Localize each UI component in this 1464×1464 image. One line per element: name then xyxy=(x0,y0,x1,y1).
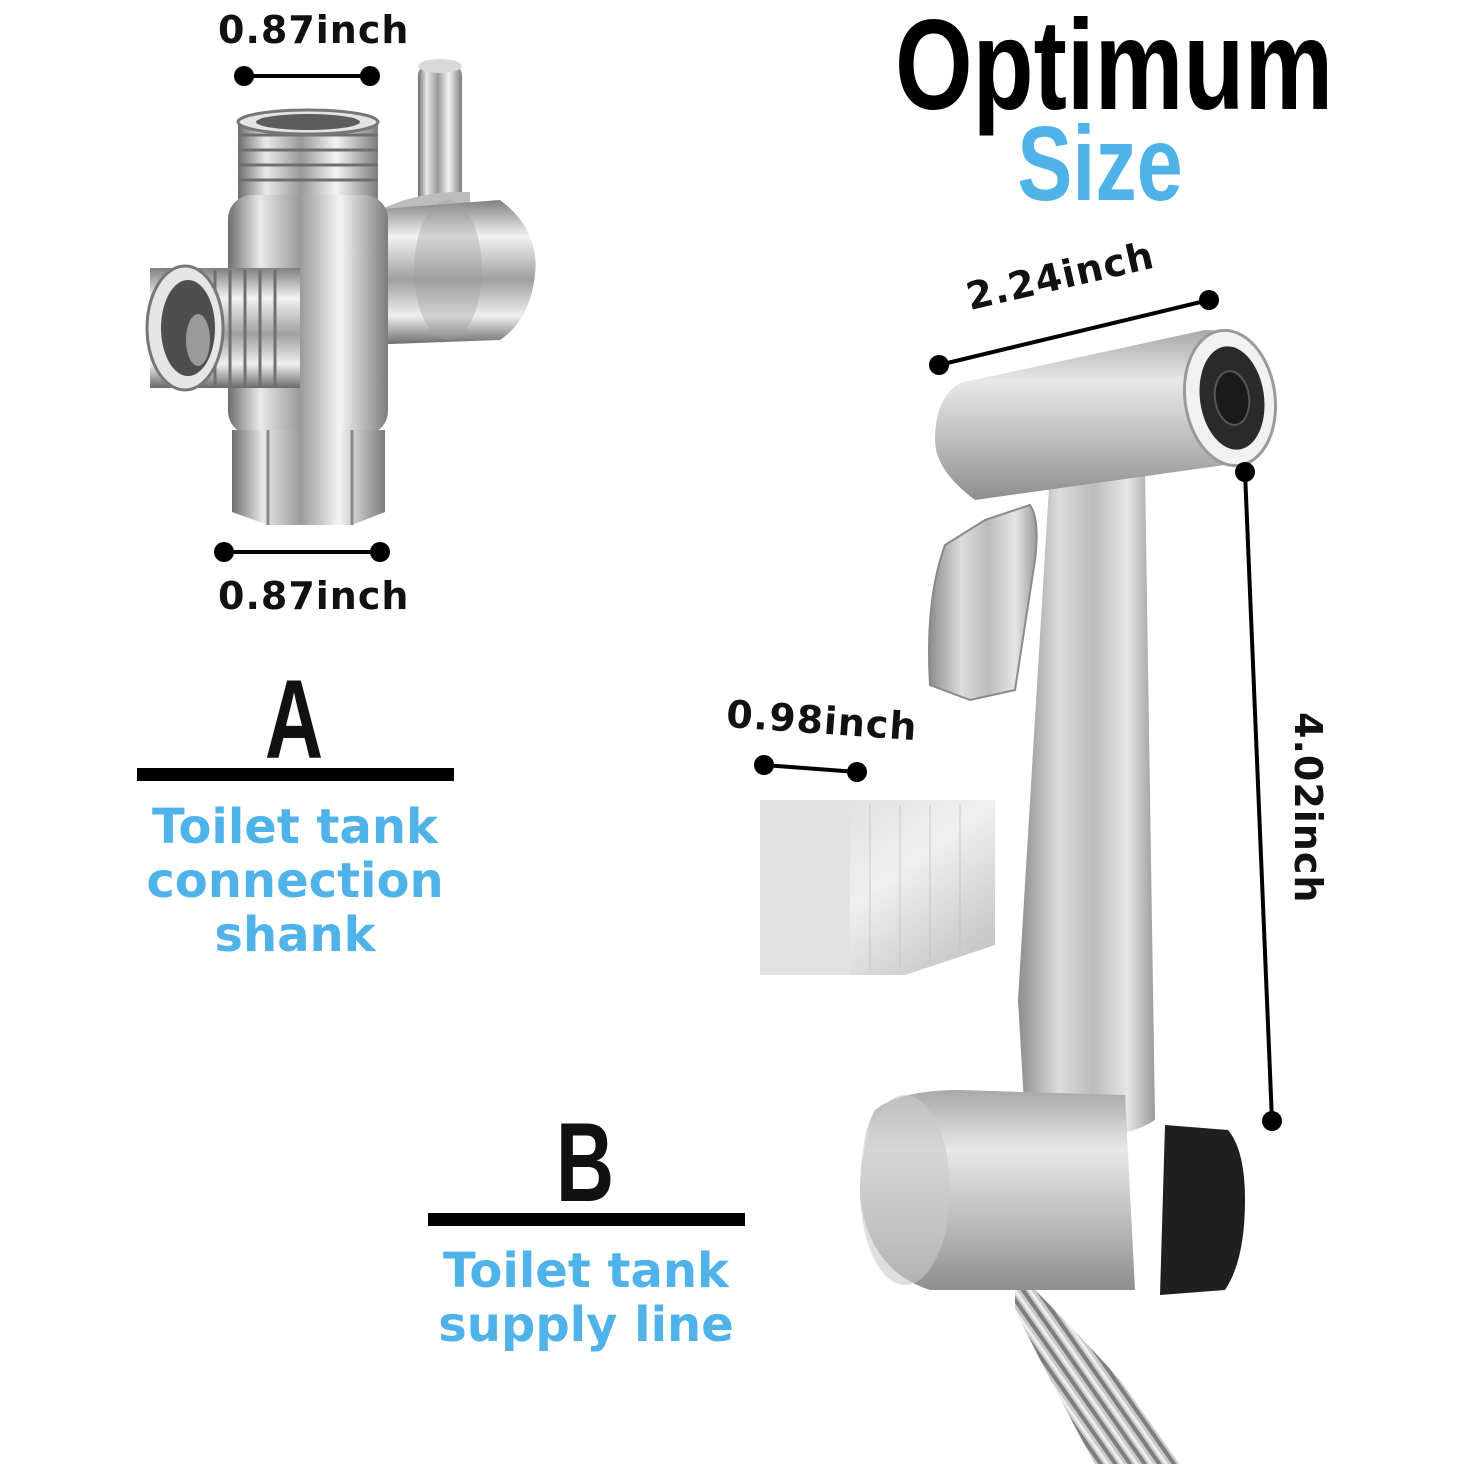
dimension-label-height-b: 4.02inch xyxy=(1286,712,1330,904)
part-b-description-line-1: Toilet tank xyxy=(443,1243,729,1299)
part-b-description-line-2: supply line xyxy=(438,1297,734,1353)
part-a-description-line-3: shank xyxy=(214,907,376,963)
dimension-marker-bottom-a xyxy=(214,542,390,562)
t-valve-image xyxy=(145,59,536,525)
dimension-label-bottom-a: 0.87inch xyxy=(218,574,410,618)
dimension-marker-top-a xyxy=(234,66,380,86)
headline-optimum: Optimum xyxy=(895,0,1334,137)
dimension-label-top-a: 0.87inch xyxy=(218,8,410,52)
part-a-description: Toilet tank connection shank xyxy=(95,800,495,962)
part-a-letter: A xyxy=(264,657,324,782)
dimension-marker-head-b xyxy=(929,290,1219,375)
headline-size: Size xyxy=(1017,105,1183,223)
part-b-description: Toilet tank supply line xyxy=(386,1244,786,1352)
part-b-letter: B xyxy=(555,1100,615,1225)
part-a-divider xyxy=(137,768,454,781)
dimension-marker-holder-b xyxy=(754,755,867,782)
dimension-marker-height-b xyxy=(1235,462,1282,1131)
sprayer-image xyxy=(760,328,1278,1464)
part-b-divider xyxy=(428,1213,745,1226)
part-a-description-line-2: connection xyxy=(146,853,444,909)
part-a-description-line-1: Toilet tank xyxy=(152,799,438,855)
